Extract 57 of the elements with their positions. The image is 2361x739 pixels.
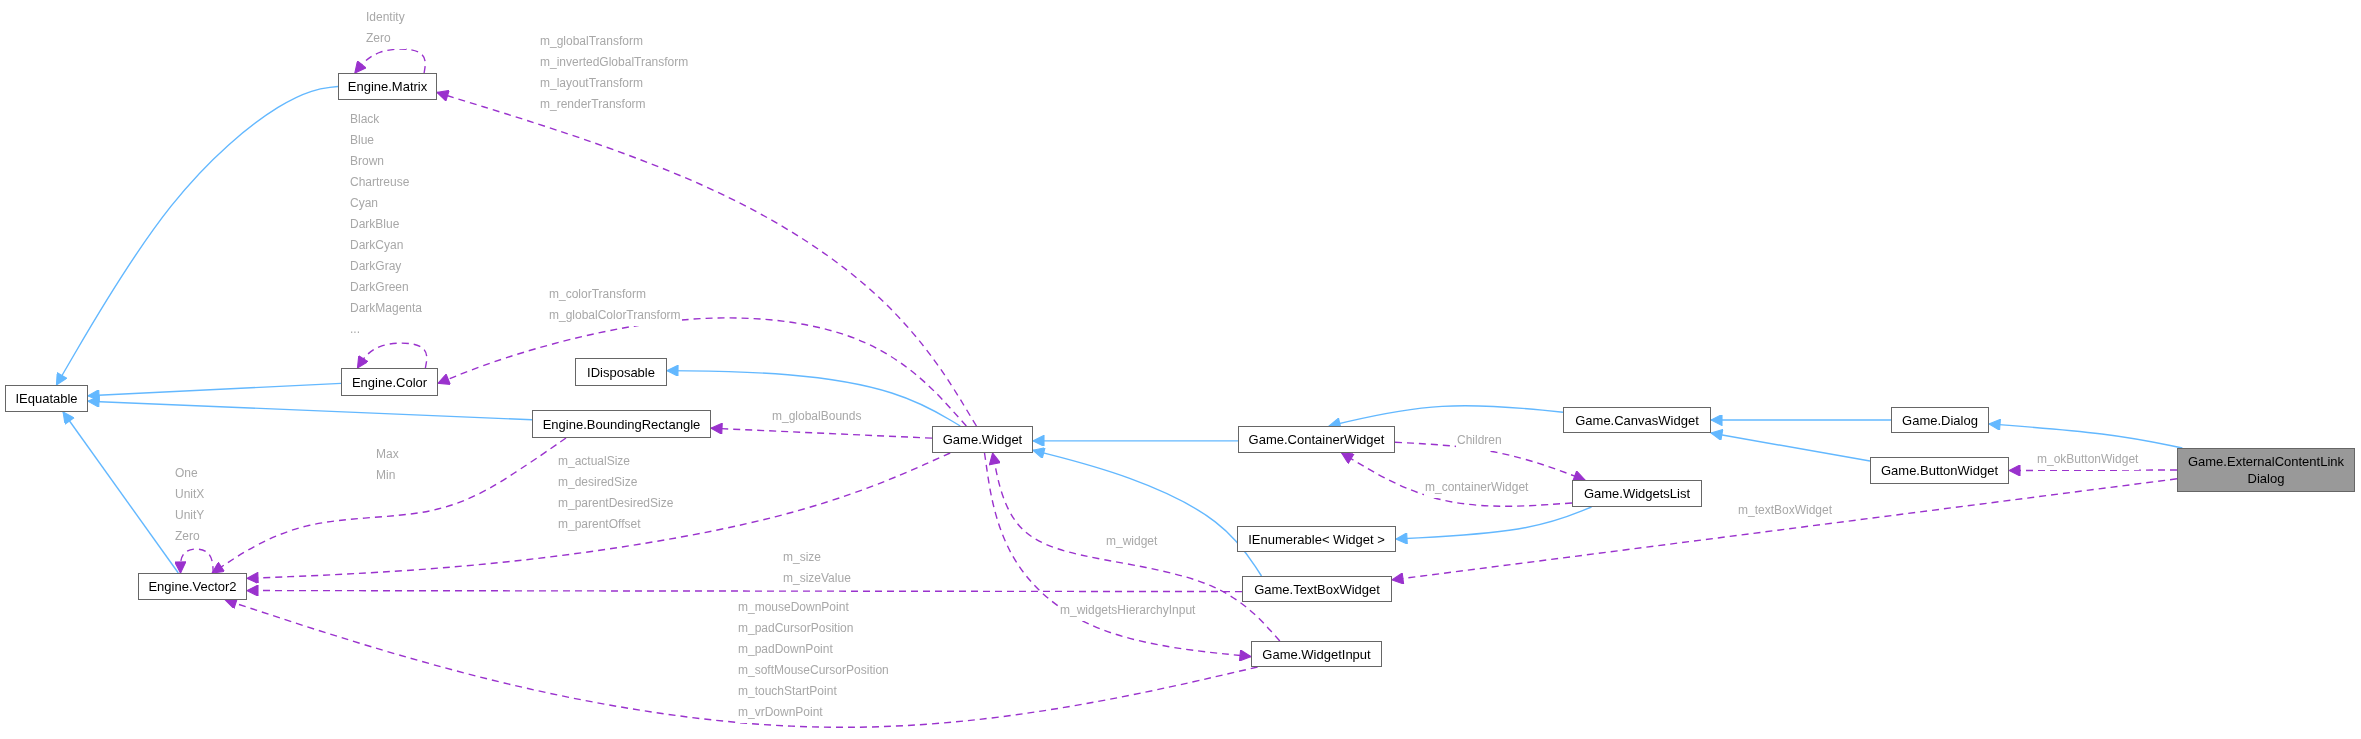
class-name: Game.WidgetsList <box>1583 485 1691 502</box>
class-box <box>1563 407 1711 433</box>
arrow <box>1710 428 1871 462</box>
arrow <box>211 437 567 574</box>
arrow <box>62 411 180 574</box>
arrow <box>1032 447 1263 577</box>
arrow <box>1394 441 1586 482</box>
class-name: IEnumerable< Widget > <box>1248 530 1385 548</box>
class-name: Engine.BoundingRectangle <box>542 415 701 433</box>
class-box <box>1251 641 1382 667</box>
arrow <box>666 364 961 427</box>
class-name: IEquatable <box>15 390 78 407</box>
arrow <box>710 422 933 439</box>
class-name: Game.ButtonWidget <box>1880 462 1999 479</box>
class-box <box>1237 526 1396 552</box>
class-box <box>341 368 438 396</box>
arrow <box>55 85 339 386</box>
class-name: IDisposable <box>587 363 655 381</box>
class-box <box>1891 407 1989 433</box>
arrow <box>988 452 1281 642</box>
arrow <box>437 317 968 427</box>
arrow <box>87 395 533 421</box>
self-loop-arrow <box>354 48 426 74</box>
class-name: Engine.Matrix <box>347 78 428 95</box>
self-loop-arrow <box>174 548 214 574</box>
class-name: Game.ContainerWidget <box>1248 431 1385 448</box>
class-box <box>1572 480 1702 507</box>
class-box <box>575 358 667 386</box>
class-box <box>1870 457 2009 484</box>
class-name: Game.Widget <box>942 431 1023 448</box>
class-name: Game.ExternalContentLink Dialog <box>2186 453 2346 487</box>
arrow <box>1340 452 1573 507</box>
arrow <box>246 584 1243 597</box>
class-name: Engine.Color <box>351 373 428 391</box>
class-box <box>338 73 437 100</box>
class-name: Engine.Vector2 <box>148 578 237 595</box>
arrow <box>1710 413 1892 427</box>
class-box <box>5 385 88 412</box>
class-box <box>532 410 711 438</box>
class-name: Game.Dialog <box>1902 411 1978 429</box>
arrow <box>1032 434 1239 447</box>
class-name: Game.CanvasWidget <box>1575 411 1699 429</box>
class-box <box>1238 426 1395 453</box>
arrow <box>436 89 978 427</box>
class-box <box>932 426 1033 453</box>
arrow <box>1395 506 1593 545</box>
class-box <box>138 573 247 600</box>
arrow <box>2008 464 2178 477</box>
arrow <box>983 452 1252 662</box>
arrow <box>246 452 951 584</box>
self-loop-arrow <box>356 342 428 369</box>
class-name: Game.WidgetInput <box>1262 645 1371 663</box>
arrow <box>1988 418 2184 449</box>
class-box <box>1242 576 1392 602</box>
class-box <box>2177 448 2355 492</box>
class-name: Game.TextBoxWidget <box>1254 580 1380 598</box>
arrow <box>1391 478 2178 585</box>
